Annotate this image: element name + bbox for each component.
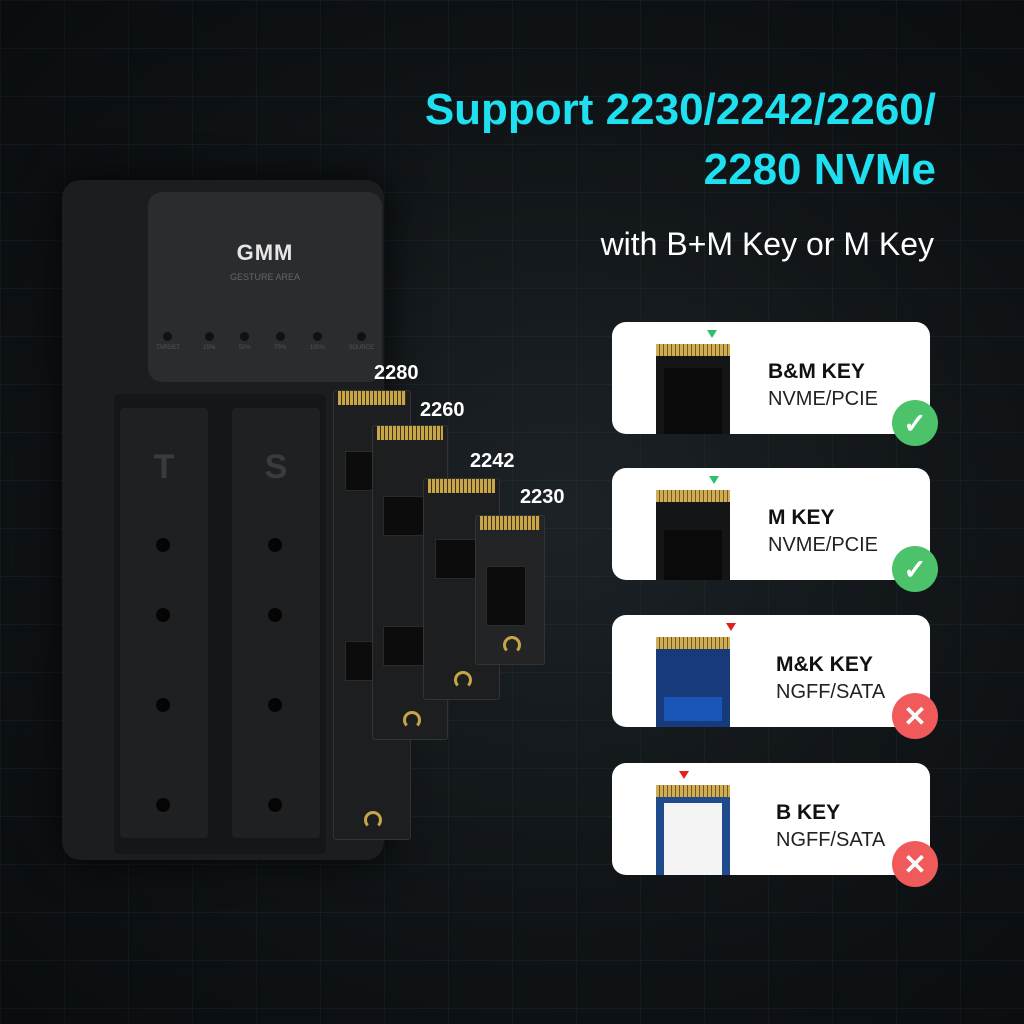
key-notch-marker <box>707 330 717 338</box>
key-protocol: NGFF/SATA <box>776 681 886 703</box>
headline: Support 2230/2242/2260/ 2280 NVMe <box>425 80 936 200</box>
size-label-2260: 2260 <box>420 399 465 421</box>
check-icon: ✓ <box>892 546 938 592</box>
ssd-image <box>656 637 730 727</box>
led-25: 25% <box>203 332 215 351</box>
led-50: 50% <box>239 332 251 351</box>
key-protocol: NVME/PCIE <box>768 534 879 556</box>
key-card-m: M KEY NVME/PCIE ✓ <box>612 468 938 592</box>
ssd-tray: T S <box>114 394 326 854</box>
key-type: M&K KEY <box>776 653 873 676</box>
ssd-2230 <box>475 515 545 665</box>
key-card-mk: M&K KEY NGFF/SATA ✕ <box>612 615 938 739</box>
slot-source: S <box>232 408 320 838</box>
ssd-image <box>656 490 730 580</box>
key-card-b: B KEY NGFF/SATA ✕ <box>612 763 938 887</box>
led-target: TARGET <box>156 332 180 351</box>
key-notch-marker <box>679 771 689 779</box>
check-icon: ✓ <box>892 400 938 446</box>
size-label-2230: 2230 <box>520 486 565 508</box>
headline-line2: 2280 NVMe <box>703 145 936 194</box>
key-protocol: NVME/PCIE <box>768 388 879 410</box>
led-row: TARGET 25% 50% 75% 100% SOURCE <box>156 332 374 351</box>
ssd-enclosure: GMM GESTURE AREA TARGET 25% 50% 75% 100%… <box>62 180 384 860</box>
key-type: B KEY <box>776 801 841 824</box>
brand-logo: GMM <box>236 240 294 265</box>
gesture-panel: GMM GESTURE AREA TARGET 25% 50% 75% 100%… <box>148 192 382 382</box>
key-notch-marker <box>726 623 736 631</box>
gesture-area-label: GESTURE AREA <box>229 272 301 282</box>
key-card-bm: B&M KEY NVME/PCIE ✓ <box>612 322 938 446</box>
ssd-image <box>656 344 730 434</box>
headline-line1: Support 2230/2242/2260/ <box>424 85 936 134</box>
cross-icon: ✕ <box>892 693 938 739</box>
size-label-2242: 2242 <box>470 450 515 472</box>
key-protocol: NGFF/SATA <box>776 829 886 851</box>
slot-target: T <box>120 408 208 838</box>
cross-icon: ✕ <box>892 841 938 887</box>
led-75: 75% <box>274 332 286 351</box>
subheadline: with B+M Key or M Key <box>600 226 934 262</box>
led-source: SOURCE <box>348 332 374 351</box>
led-100: 100% <box>310 332 325 351</box>
key-type: B&M KEY <box>768 360 865 383</box>
size-label-2280: 2280 <box>374 362 419 384</box>
ssd-image <box>656 785 730 875</box>
key-notch-marker <box>709 476 719 484</box>
key-type: M KEY <box>768 506 835 529</box>
